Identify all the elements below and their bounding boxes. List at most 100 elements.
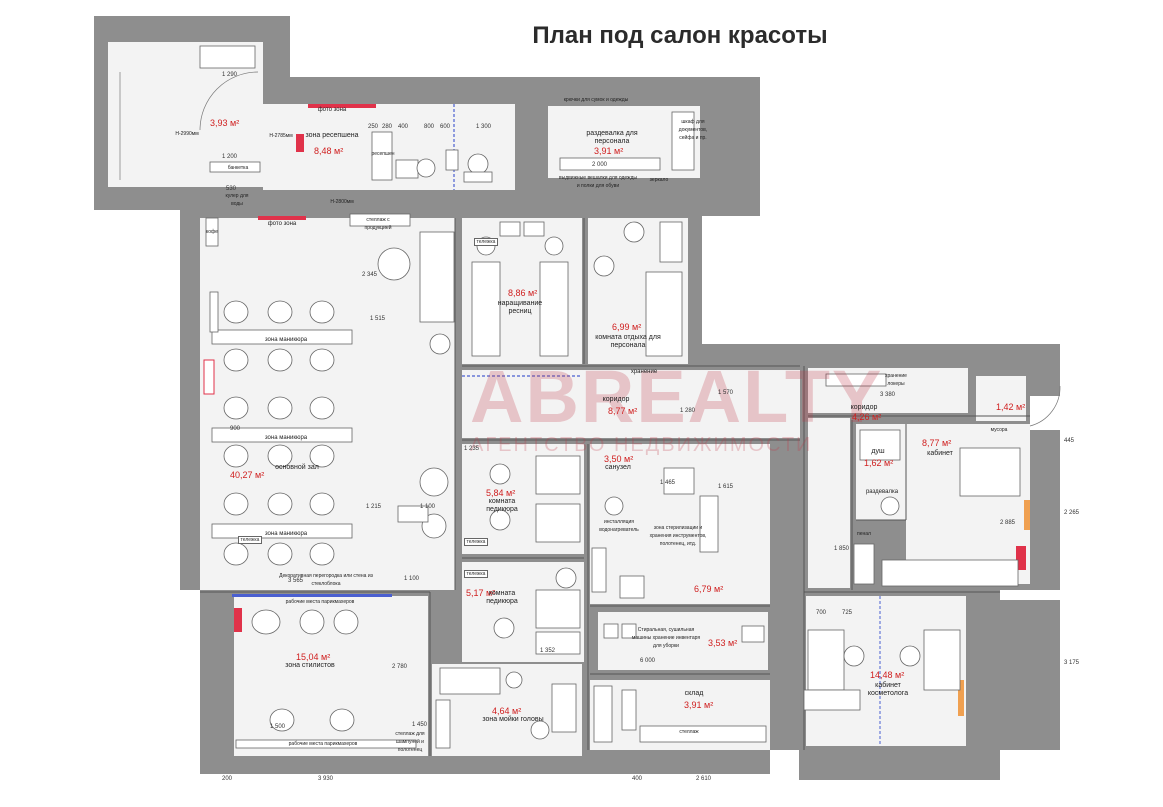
dim-1615: 1 615 xyxy=(718,484,734,490)
dim-400: 400 xyxy=(398,124,409,130)
page-title: План под салон красоты xyxy=(532,22,828,49)
corridor-area: 8,77 м² xyxy=(608,406,638,416)
stylist-accent xyxy=(234,608,242,632)
product-rack-label: стеллаж с продукцией xyxy=(364,217,392,231)
reception-area: 8,48 м² xyxy=(314,146,344,156)
dim-200: 200 xyxy=(222,776,233,782)
manicure-chair xyxy=(223,300,249,324)
main-hall-name: основной зал xyxy=(275,464,319,471)
photo-zone-label-1: фото зона xyxy=(317,107,347,113)
lash-furniture xyxy=(471,221,569,357)
cosmetology-name: кабинет косметолога xyxy=(867,682,909,697)
dressing-label: раздевалка xyxy=(865,489,899,495)
stylists-area: 15,04 м² xyxy=(296,652,331,662)
dim-280: 280 xyxy=(382,124,393,130)
reception-accent xyxy=(296,134,304,152)
storage-name: склад xyxy=(684,690,704,697)
washer-label: Стиральная, сушильная машины хранение ин… xyxy=(631,627,701,649)
dim-400b: 400 xyxy=(632,776,643,782)
lash-area: 8,86 м² xyxy=(508,288,538,298)
watermark-brand: ABREALTY xyxy=(470,355,884,438)
manicure-zone-label-1: зона маникюра xyxy=(264,337,308,343)
entrance-area: 3,93 м² xyxy=(210,118,240,128)
wash-name: зона мойки головы xyxy=(482,716,544,723)
pedicure1-floor xyxy=(462,444,530,554)
dim-2265: 2 265 xyxy=(1064,510,1080,516)
right-wing-furniture xyxy=(803,373,1061,711)
lockers-label: хранение локеры xyxy=(885,373,907,387)
dim-530: 530 xyxy=(226,186,237,192)
dim-700: 700 xyxy=(816,610,827,616)
dim-2610: 2 610 xyxy=(696,776,712,782)
dim-2780: 2 780 xyxy=(392,664,408,670)
manicure-chair xyxy=(223,492,249,516)
pedicure1-name: комната педикюра xyxy=(486,498,518,513)
dim-3380: 3 380 xyxy=(880,392,896,398)
staff-rest-name: комната отдыха для персонала xyxy=(595,334,661,349)
hall-accent xyxy=(203,359,215,395)
sterilization-area: 6,79 м² xyxy=(694,584,724,594)
dressing-furniture xyxy=(559,111,695,171)
docs-cabinet-label: шкаф для документов, сейфа и пр. xyxy=(678,119,708,141)
corridor2-name: коридор xyxy=(850,404,878,411)
entrance-door xyxy=(119,45,261,180)
main-hall-furniture xyxy=(205,213,455,539)
staff-dressing-area: 3,91 м² xyxy=(594,146,624,156)
cooler-label: кулер для воды xyxy=(225,193,249,207)
manicure-chair xyxy=(223,396,249,420)
laundry-furniture xyxy=(603,623,765,643)
dim-1100: 1 100 xyxy=(420,504,436,510)
dim-2885: 2 885 xyxy=(1000,520,1016,526)
dim-725: 725 xyxy=(842,610,853,616)
partitions xyxy=(200,218,1030,756)
manicure-chair xyxy=(309,444,335,468)
storage-furniture xyxy=(593,685,767,743)
cart-1: тележка xyxy=(238,536,262,544)
cabinet-name: кабинет xyxy=(927,450,953,457)
sterilization-label: зона стерилизации и хранения инструменто… xyxy=(649,525,707,547)
wash-area: 4,64 м² xyxy=(492,706,522,716)
dim-2000: 2 000 xyxy=(592,162,608,168)
manicure-chair xyxy=(223,542,249,566)
dim-1200: 1 200 xyxy=(222,154,238,160)
dim-1850: 1 850 xyxy=(834,546,850,552)
reception-name: зона ресепшена xyxy=(305,132,359,139)
height-hall: Н-2800мм xyxy=(330,199,354,205)
banquet-label: банкетка xyxy=(227,165,249,171)
cart-3: тележка xyxy=(464,570,488,578)
dim-1280: 1 280 xyxy=(680,408,696,414)
pedicure2-name: комната педикюра xyxy=(486,590,518,605)
reception-desk-label: ресепшен xyxy=(371,151,395,157)
dim-6000: 6 000 xyxy=(640,658,656,664)
corridor2-floor xyxy=(808,418,850,588)
cabinet-accent xyxy=(1016,546,1026,570)
corridor2-area: 4,26 м² xyxy=(852,412,882,422)
height-entrance: Н-2990мм xyxy=(175,131,199,137)
staff-rest-area: 6,99 м² xyxy=(612,322,642,332)
dim-1100b: 1 100 xyxy=(404,576,420,582)
storage-corridor-label: хранение xyxy=(630,369,658,375)
watermark-sub: АГЕНТСТВО НЕДВИЖИМОСТИ xyxy=(470,434,813,456)
cart-4: тележка xyxy=(474,238,498,246)
laundry-floor xyxy=(598,612,768,670)
bathroom-furniture xyxy=(591,467,719,599)
manicure-zone-label-2: зона маникюра xyxy=(264,435,308,441)
hairdresser-places-2: рабочие места парикмахеров xyxy=(288,741,358,747)
dim-2345: 2 345 xyxy=(362,272,378,278)
hangers-label: выдвижные вешалки для одежды и полки для… xyxy=(558,175,638,189)
bathroom1-area: 3,50 м² xyxy=(604,454,634,464)
watermark: ABREALTY АГЕНТСТВО НЕДВИЖИМОСТИ xyxy=(470,360,890,470)
coffee-label: кофе xyxy=(206,229,218,235)
shower-name: душ xyxy=(871,448,885,455)
cosmetology-window xyxy=(958,680,964,716)
dim-3565: 3 565 xyxy=(288,578,304,584)
cabinet-window xyxy=(1024,500,1030,530)
manicure-chair xyxy=(267,348,293,372)
small-room-area: 1,42 м² xyxy=(996,402,1026,412)
bathroom1-name: санузел xyxy=(605,464,631,471)
partition-strip xyxy=(232,594,392,597)
manicure-chair xyxy=(223,348,249,372)
corridor-floor xyxy=(462,370,800,438)
manicure-chair xyxy=(267,542,293,566)
